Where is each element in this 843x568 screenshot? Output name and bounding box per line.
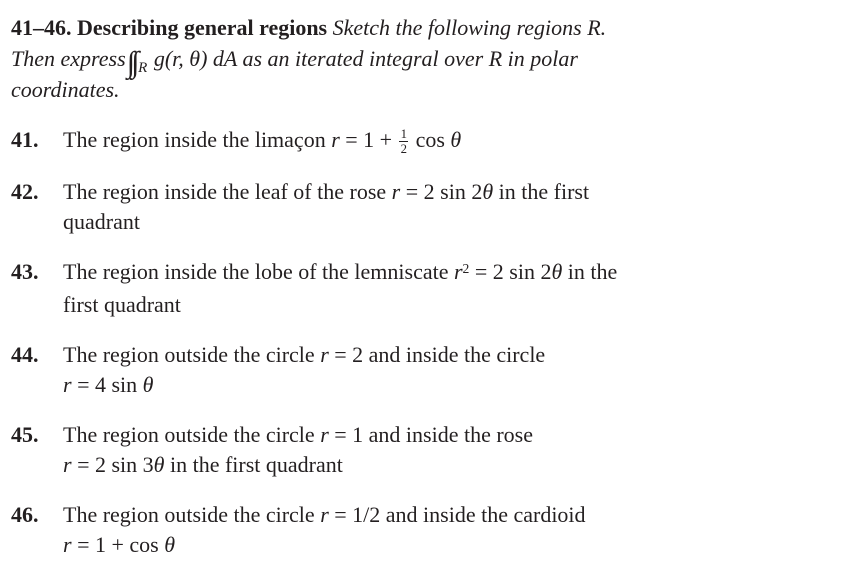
text-run: in the first quadrant <box>164 452 343 478</box>
text-run: = 1/2 and inside the cardioid <box>328 502 586 528</box>
exercise-text: The region inside the leaf of the rose r… <box>63 177 813 237</box>
exercise-item: 45. The region outside the circle r = 1 … <box>11 420 813 480</box>
problem-line: The region inside the leaf of the rose r… <box>63 177 813 207</box>
math-var: θ <box>450 127 462 152</box>
text-run: = 2 and inside the circle <box>328 342 546 368</box>
text-run: The region inside the leaf of the rose <box>63 179 392 205</box>
text-run: in the <box>562 259 618 285</box>
instruction-line-3: coordinates. <box>11 74 813 105</box>
text-run: = 1 + cos <box>71 532 165 558</box>
problem-line: r = 4 sin θ <box>63 370 813 400</box>
math-var: r <box>331 127 340 152</box>
exercise-range: 41–46. <box>11 15 72 40</box>
exercise-number: 44. <box>11 342 39 368</box>
math-var: θ <box>551 259 563 285</box>
problem-line: The region outside the circle r = 1/2 an… <box>63 500 813 530</box>
problem-line: first quadrant <box>63 290 813 320</box>
text-run: The region inside the limaçon <box>63 127 332 152</box>
math-var: θ <box>482 179 494 205</box>
problem-line: The region outside the circle r = 2 and … <box>63 340 813 370</box>
exercise-instructions: 41–46. Describing general regions Sketch… <box>11 12 813 105</box>
text-run: = 2 sin 2 <box>400 179 483 205</box>
problem-line: quadrant <box>63 207 813 237</box>
math-var: θ <box>153 452 165 478</box>
exercise-item: 43. The region inside the lobe of the le… <box>11 257 813 320</box>
exercise-number: 42. <box>11 179 39 205</box>
exercise-text: The region outside the circle r = 1/2 an… <box>63 500 813 560</box>
problem-line: The region outside the circle r = 1 and … <box>63 420 813 450</box>
instruction-line2-post: as an iterated integral over R in polar <box>236 46 578 71</box>
text-run: first quadrant <box>63 292 181 318</box>
math-var: r <box>63 372 72 398</box>
text-run: quadrant <box>63 209 140 235</box>
math-var: r <box>391 179 401 205</box>
integral-subscript: R <box>138 60 148 76</box>
problem-line: r = 1 + cos θ <box>63 530 813 560</box>
text-run: cos <box>410 127 451 152</box>
exercise-item: 44. The region outside the circle r = 2 … <box>11 340 813 400</box>
superscript: 2 <box>462 260 470 276</box>
exercise-number: 45. <box>11 422 39 448</box>
text-run: = 2 sin 2 <box>469 259 552 285</box>
double-integral-symbol: ∫∫R <box>131 48 148 78</box>
problem-list: 41. The region inside the limaçon r = 1 … <box>11 125 813 560</box>
exercise-number: 41. <box>11 127 39 152</box>
exercise-title: Describing general regions <box>77 15 328 40</box>
exercise-item: 41. The region inside the limaçon r = 1 … <box>11 125 813 157</box>
text-run: = 1 + <box>339 127 398 152</box>
instruction-line-2: Then express ∫∫R g(r, θ) dA as an iterat… <box>11 43 813 78</box>
text-run: The region outside the circle <box>63 342 321 368</box>
text-run: = 4 sin <box>71 372 143 398</box>
math-var: θ <box>142 372 154 398</box>
instruction-line2-math: g(r, θ) dA <box>148 46 237 71</box>
math-var: r <box>320 342 329 368</box>
text-run: = 2 sin 3 <box>71 452 154 478</box>
exercise-item: 42. The region inside the leaf of the ro… <box>11 177 813 237</box>
text-run: = 1 and inside the rose <box>328 422 534 448</box>
math-var: θ <box>164 532 176 558</box>
instruction-line2-pre: Then express <box>11 46 132 71</box>
text-run: The region outside the circle <box>63 502 321 528</box>
problem-line: The region inside the lobe of the lemnis… <box>63 257 813 290</box>
instruction-line-1: 41–46. Describing general regions Sketch… <box>11 12 813 43</box>
problem-line: r = 2 sin 3θ in the first quadrant <box>63 450 813 480</box>
math-var: r <box>63 532 72 558</box>
exercise-number: 46. <box>11 502 39 528</box>
math-var: r <box>63 452 72 478</box>
instruction-line3-text: coordinates. <box>11 77 120 102</box>
exercise-text: The region outside the circle r = 1 and … <box>63 420 813 480</box>
exercise-number: 43. <box>11 259 39 285</box>
math-var: r <box>320 502 329 528</box>
exercise-text: The region outside the circle r = 2 and … <box>63 340 813 400</box>
text-run: in the first <box>493 179 590 205</box>
math-var: r <box>453 259 463 285</box>
text-run: The region outside the circle <box>63 422 321 448</box>
exercise-text: The region inside the lobe of the lemnis… <box>63 257 813 320</box>
instruction-lead: Sketch the following regions R. <box>332 15 607 40</box>
math-var: r <box>320 422 329 448</box>
text-run: The region inside the lobe of the lemnis… <box>63 259 454 285</box>
exercise-item: 46. The region outside the circle r = 1/… <box>11 500 813 560</box>
